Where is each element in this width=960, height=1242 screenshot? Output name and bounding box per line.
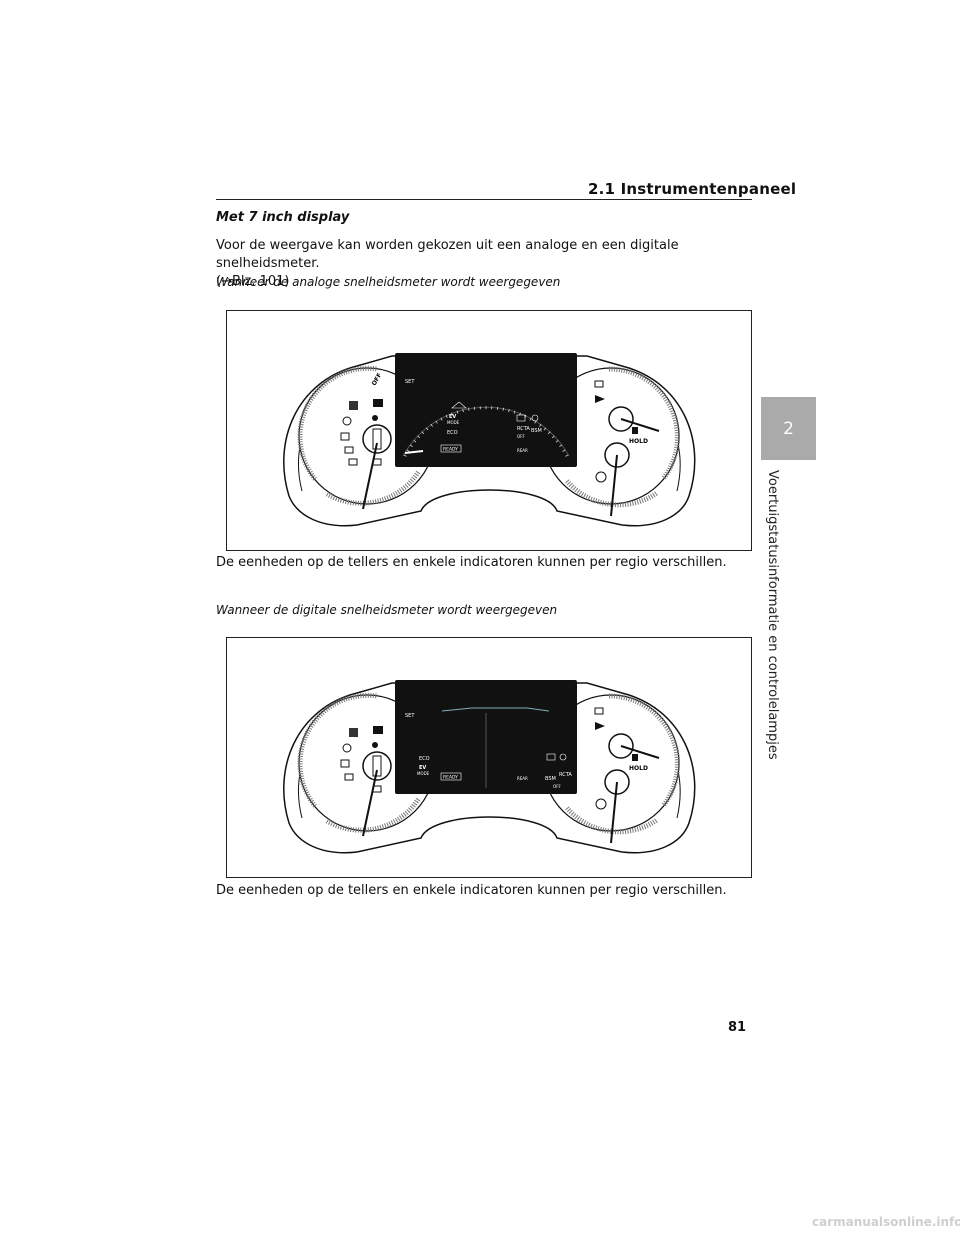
digital-cluster-illustration: HOLD SET ECO EV MODE READY REAR BSM RCTA…	[283, 680, 696, 854]
ready-label: READY	[443, 447, 458, 453]
page-number: 81	[728, 1020, 747, 1035]
off-label-2: OFF	[553, 784, 561, 789]
mode-label-2: MODE	[417, 771, 430, 776]
ready-label-2: READY	[443, 775, 458, 781]
watermark: carmanualsonline.info	[812, 1215, 960, 1229]
ev-label-2: EV	[419, 765, 426, 771]
rcta-label-2: RCTA	[559, 772, 572, 778]
eco-label: ECO	[447, 430, 458, 436]
intro-paragraph: Voor de weergave kan worden gekozen uit …	[216, 237, 756, 291]
chapter-title: Voertuigstatusinformatie en controlelamp…	[765, 470, 780, 760]
set-label: SET	[405, 379, 415, 385]
figure1-analog-cluster: OFF HOLD SET EV MODE ECO RCTA BSM OFF R	[226, 310, 752, 551]
figure1-caption: Wanneer de analoge snelheidsmeter wordt …	[216, 275, 561, 289]
rear-label-2: REAR	[517, 776, 528, 781]
figure2-caption: Wanneer de digitale snelheidsmeter wordt…	[216, 603, 558, 617]
chapter-number: 2	[783, 419, 794, 439]
chapter-title-vertical: Voertuigstatusinformatie en controlelamp…	[760, 470, 820, 760]
figure1-note: De eenheden op de tellers en enkele indi…	[216, 555, 727, 570]
hold-label-2: HOLD	[629, 765, 648, 772]
rcta-label: RCTA	[517, 426, 530, 432]
rear-label: REAR	[517, 448, 528, 453]
analog-cluster-illustration: OFF HOLD SET EV MODE ECO RCTA BSM OFF R	[283, 353, 696, 527]
chapter-tab: 2	[761, 397, 816, 460]
section-title: 2.1 Instrumentenpaneel	[588, 180, 797, 198]
intro-line-2: (→Blz. 101)	[216, 274, 290, 289]
set-label-2: SET	[405, 713, 415, 719]
mode-label: MODE	[447, 420, 460, 425]
figure2-note: De eenheden op de tellers en enkele indi…	[216, 883, 727, 898]
figure2-digital-cluster: HOLD SET ECO EV MODE READY REAR BSM RCTA…	[226, 637, 752, 878]
bsm-label: BSM	[531, 428, 542, 434]
bsm-label-2: BSM	[545, 776, 556, 782]
hold-label: HOLD	[629, 438, 648, 445]
intro-line-1: Voor de weergave kan worden gekozen uit …	[216, 238, 679, 271]
header-rule	[216, 199, 752, 200]
eco-label-2: ECO	[419, 756, 430, 762]
subheading: Met 7 inch display	[216, 210, 350, 225]
ev-label: EV	[449, 414, 456, 420]
off-label: OFF	[517, 434, 525, 439]
